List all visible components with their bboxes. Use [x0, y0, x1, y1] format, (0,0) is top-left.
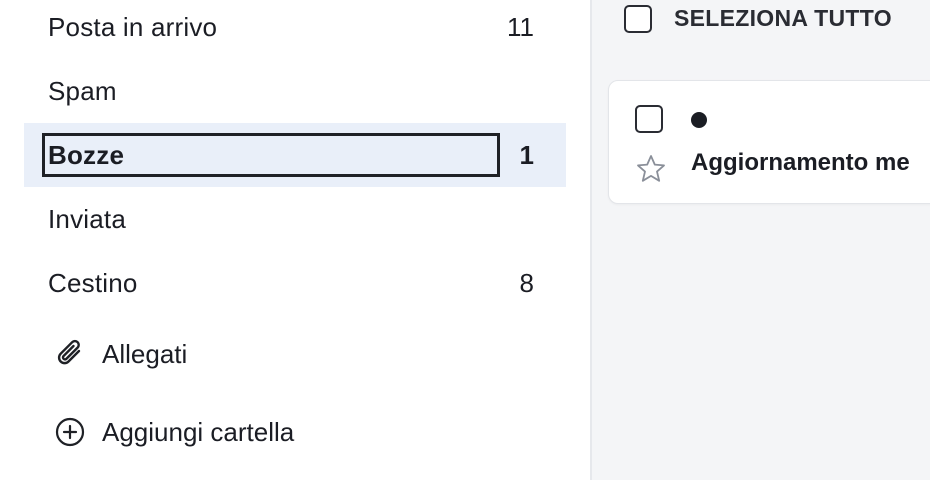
sidebar-item-sent[interactable]: Inviata — [24, 187, 566, 251]
folder-label: Spam — [48, 75, 117, 106]
focus-outline — [42, 133, 500, 177]
sidebar-item-spam[interactable]: Spam — [24, 59, 566, 123]
star-icon[interactable] — [635, 153, 667, 185]
plus-circle-icon — [54, 416, 86, 448]
list-toolbar: SELEZIONA TUTTO — [592, 0, 930, 64]
message-checkbox[interactable] — [635, 105, 663, 133]
attachments-label: Allegati — [102, 338, 188, 369]
message-subject: Aggiornamento me — [691, 149, 910, 176]
paperclip-icon — [54, 338, 86, 370]
folder-label: Bozze — [48, 139, 125, 170]
folder-count: 11 — [507, 11, 534, 42]
select-all-checkbox[interactable] — [624, 5, 652, 33]
sidebar-item-inbox[interactable]: Posta in arrivo 11 — [24, 0, 566, 59]
sidebar-item-drafts[interactable]: Bozze 1 — [24, 123, 566, 187]
folder-sidebar: Posta in arrivo 11 Spam Bozze 1 Inviata … — [24, 0, 566, 464]
folder-label: Inviata — [48, 203, 127, 234]
add-folder-button[interactable]: Aggiungi cartella — [24, 400, 566, 464]
folder-count: 8 — [519, 267, 534, 298]
sidebar-divider — [590, 0, 592, 480]
unread-dot-icon — [691, 112, 707, 128]
select-all-label[interactable]: SELEZIONA TUTTO — [674, 5, 892, 31]
message-row[interactable]: Aggiornamento me — [608, 80, 930, 204]
message-list-pane: SELEZIONA TUTTO Aggiornamento me — [592, 0, 930, 480]
sidebar-item-trash[interactable]: Cestino 8 — [24, 251, 566, 315]
folder-label: Posta in arrivo — [48, 11, 218, 42]
add-folder-label: Aggiungi cartella — [102, 416, 295, 447]
folder-count: 1 — [519, 139, 534, 170]
sidebar-item-attachments[interactable]: Allegati — [24, 322, 566, 386]
folder-label: Cestino — [48, 267, 138, 298]
